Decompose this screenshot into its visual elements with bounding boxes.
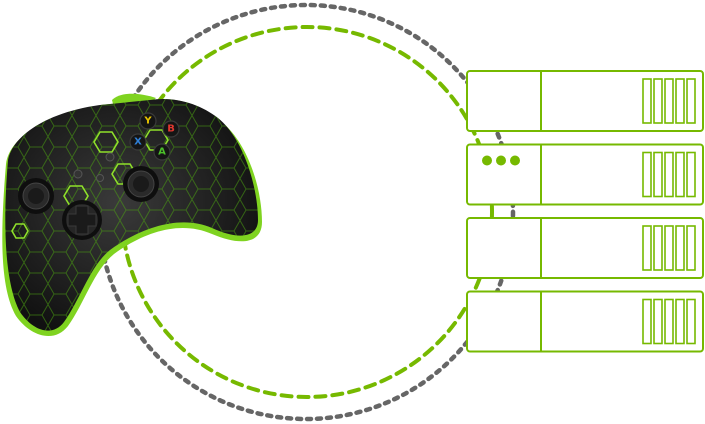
- drive-bay: [664, 225, 674, 271]
- drive-bay: [675, 298, 685, 345]
- button-a: A: [153, 143, 171, 161]
- menu-button: [105, 152, 115, 162]
- server-icon: [466, 217, 704, 279]
- server-icon: [466, 290, 704, 353]
- game-controller-icon: Y B X A: [2, 93, 262, 337]
- drive-bay: [653, 151, 663, 198]
- drive-bay: [642, 78, 652, 124]
- drive-bays: [642, 298, 696, 345]
- drive-bay: [686, 78, 696, 124]
- button-b: B: [162, 120, 180, 138]
- drive-bay: [642, 298, 652, 345]
- drive-bay: [664, 151, 674, 198]
- status-light: [482, 155, 492, 166]
- drive-bay: [664, 78, 674, 124]
- drive-bay: [653, 225, 663, 271]
- button-label: A: [158, 147, 166, 158]
- drive-bay: [686, 151, 696, 198]
- button-x: X: [129, 133, 147, 151]
- drive-bay: [653, 298, 663, 345]
- server-rack: [466, 70, 704, 353]
- drive-bay: [675, 151, 685, 198]
- drive-bays: [642, 151, 696, 198]
- server-unit-3: [466, 217, 704, 279]
- drive-bay: [642, 225, 652, 271]
- status-light: [510, 155, 520, 166]
- server-unit-1: [466, 70, 704, 132]
- drive-bays: [642, 225, 696, 271]
- hex-texture: [5, 98, 258, 331]
- button-label: Y: [143, 116, 152, 127]
- share-button: [96, 174, 104, 182]
- drive-bay: [686, 298, 696, 345]
- drive-bay: [664, 298, 674, 345]
- server-unit-2: [466, 143, 704, 206]
- view-button: [73, 169, 83, 179]
- left-thumbstick: [18, 178, 54, 214]
- button-label: X: [134, 137, 142, 148]
- server-icon: [466, 70, 704, 132]
- drive-bay: [642, 151, 652, 198]
- right-thumbstick: [123, 166, 159, 202]
- button-y: Y: [139, 112, 157, 130]
- button-label: B: [167, 124, 175, 135]
- drive-bay: [686, 225, 696, 271]
- drive-bay: [675, 78, 685, 124]
- server-icon: [466, 143, 704, 206]
- d-pad: [62, 200, 102, 240]
- face-buttons: Y B X A: [129, 112, 180, 161]
- server-unit-4: [466, 290, 704, 353]
- drive-bay: [653, 78, 663, 124]
- status-light: [496, 155, 506, 166]
- drive-bay: [675, 225, 685, 271]
- drive-bays: [642, 78, 696, 124]
